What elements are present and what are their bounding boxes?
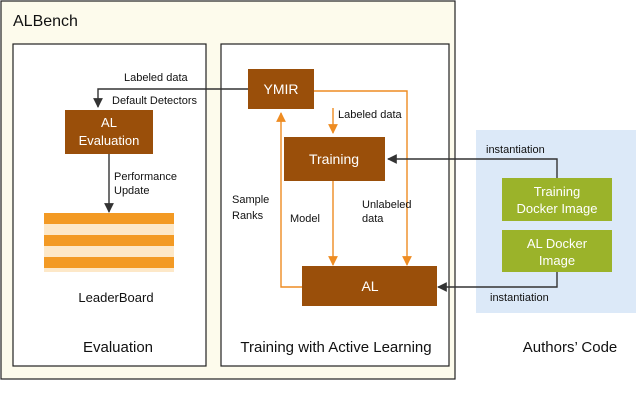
sample-ranks-line2: Ranks bbox=[232, 210, 264, 222]
leaderboard-graphic bbox=[44, 213, 174, 272]
authors-code-caption: Authors’ Code bbox=[523, 339, 618, 356]
leaderboard-label: LeaderBoard bbox=[78, 290, 153, 305]
unlabeled-data-line2: data bbox=[362, 213, 384, 225]
instantiation-bottom-label: instantiation bbox=[490, 292, 549, 304]
authors-code-panel bbox=[476, 130, 636, 313]
al-label: AL bbox=[361, 278, 378, 294]
arrows bbox=[93, 88, 558, 292]
ymir-box bbox=[248, 69, 314, 109]
instantiation-top-label: instantiation bbox=[486, 144, 545, 156]
ymir-label: YMIR bbox=[264, 81, 299, 97]
al-docker-to-al-arrow bbox=[437, 272, 558, 292]
training-docker-box bbox=[502, 178, 612, 221]
ymir-unlabeled-to-al-arrow bbox=[314, 90, 412, 266]
unlabeled-data-line1: Unlabeled bbox=[362, 199, 412, 211]
training-label: Training bbox=[309, 151, 359, 167]
al-docker-line1: AL Docker bbox=[527, 236, 588, 251]
training-box bbox=[284, 137, 385, 181]
evaluation-caption: Evaluation bbox=[83, 339, 153, 356]
model-label: Model bbox=[290, 213, 320, 225]
training-docker-line1: Training bbox=[534, 184, 580, 199]
al-evaluation-line2: Evaluation bbox=[79, 133, 140, 148]
al-docker-box bbox=[502, 230, 612, 272]
training-docker-line2: Docker Image bbox=[517, 201, 598, 216]
ymir-to-al-eval-arrow bbox=[93, 88, 248, 108]
training-docker-to-training-arrow bbox=[387, 154, 558, 178]
performance-update-line1: Performance bbox=[114, 171, 177, 183]
al-to-ymir-arrow bbox=[276, 112, 302, 288]
default-detectors-label: Default Detectors bbox=[112, 95, 197, 107]
al-evaluation-line1: AL bbox=[101, 115, 117, 130]
training-al-caption: Training with Active Learning bbox=[240, 339, 431, 356]
labeled-data-top-label: Labeled data bbox=[124, 72, 188, 84]
sample-ranks-line1: Sample bbox=[232, 194, 269, 206]
performance-update-line2: Update bbox=[114, 185, 149, 197]
al-evaluation-box bbox=[65, 110, 153, 154]
albench-title: ALBench bbox=[13, 13, 78, 30]
al-box bbox=[302, 266, 437, 306]
al-docker-line2: Image bbox=[539, 253, 575, 268]
labeled-data-mid-label: Labeled data bbox=[338, 109, 402, 121]
